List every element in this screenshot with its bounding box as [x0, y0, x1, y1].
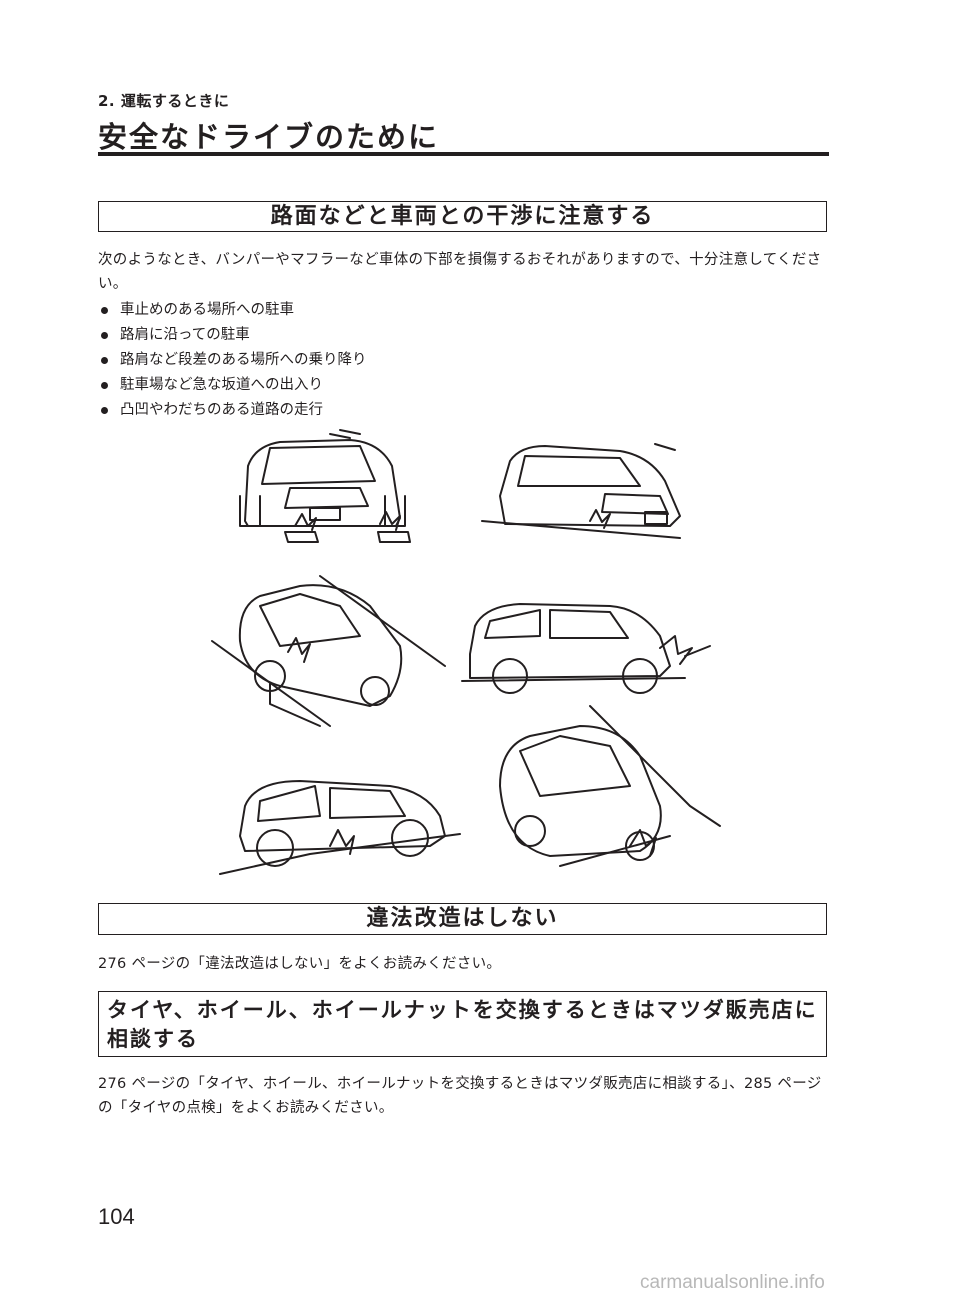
- car-wall-diagonal-icon: [499, 705, 721, 867]
- page-number: 104: [98, 1204, 135, 1229]
- list-item: 路肩に沿っての駐車: [98, 323, 367, 348]
- car-side-curb-icon: [461, 603, 711, 694]
- section-heading-road-interference: 路面などと車両との干渉に注意する: [98, 201, 827, 232]
- list-item: 車止めのある場所への駐車: [98, 298, 367, 323]
- page-title: 安全なドライブのために: [98, 120, 440, 154]
- intro-paragraph: 次のようなとき、バンパーやマフラーなど車体の下部を損傷するおそれがありますので、…: [98, 252, 822, 292]
- tire-wheel-paragraph: 276 ページの「タイヤ、ホイール、ホイールナットを交換するときはマツダ販売店に…: [98, 1076, 822, 1116]
- caution-list: 車止めのある場所への駐車 路肩に沿っての駐車 路肩など段差のある場所への乗り降り…: [98, 298, 367, 423]
- watermark: carmanualsonline.info: [640, 1272, 825, 1293]
- car-slope-entry-icon: [481, 443, 681, 539]
- chapter-label: 2. 運転するときに: [98, 92, 230, 110]
- car-side-ramp-icon: [219, 780, 461, 875]
- section-heading-tire-wheel-replacement: タイヤ、ホイール、ホイールナットを交換するときはマツダ販売店に相談する: [98, 991, 827, 1057]
- car-front-parking-block-icon: [239, 429, 411, 543]
- list-item: 駐車場など急な坂道への出入り: [98, 373, 367, 398]
- car-interference-illustration: [211, 429, 721, 875]
- section-heading-illegal-modification: 違法改造はしない: [98, 903, 827, 935]
- illegal-modification-paragraph: 276 ページの「違法改造はしない」をよくお読みください。: [98, 956, 502, 972]
- list-item: 路肩など段差のある場所への乗り降り: [98, 348, 367, 373]
- title-rule: [98, 152, 829, 156]
- list-item: 凸凹やわだちのある道路の走行: [98, 398, 367, 423]
- car-curb-diagonal-icon: [211, 575, 446, 727]
